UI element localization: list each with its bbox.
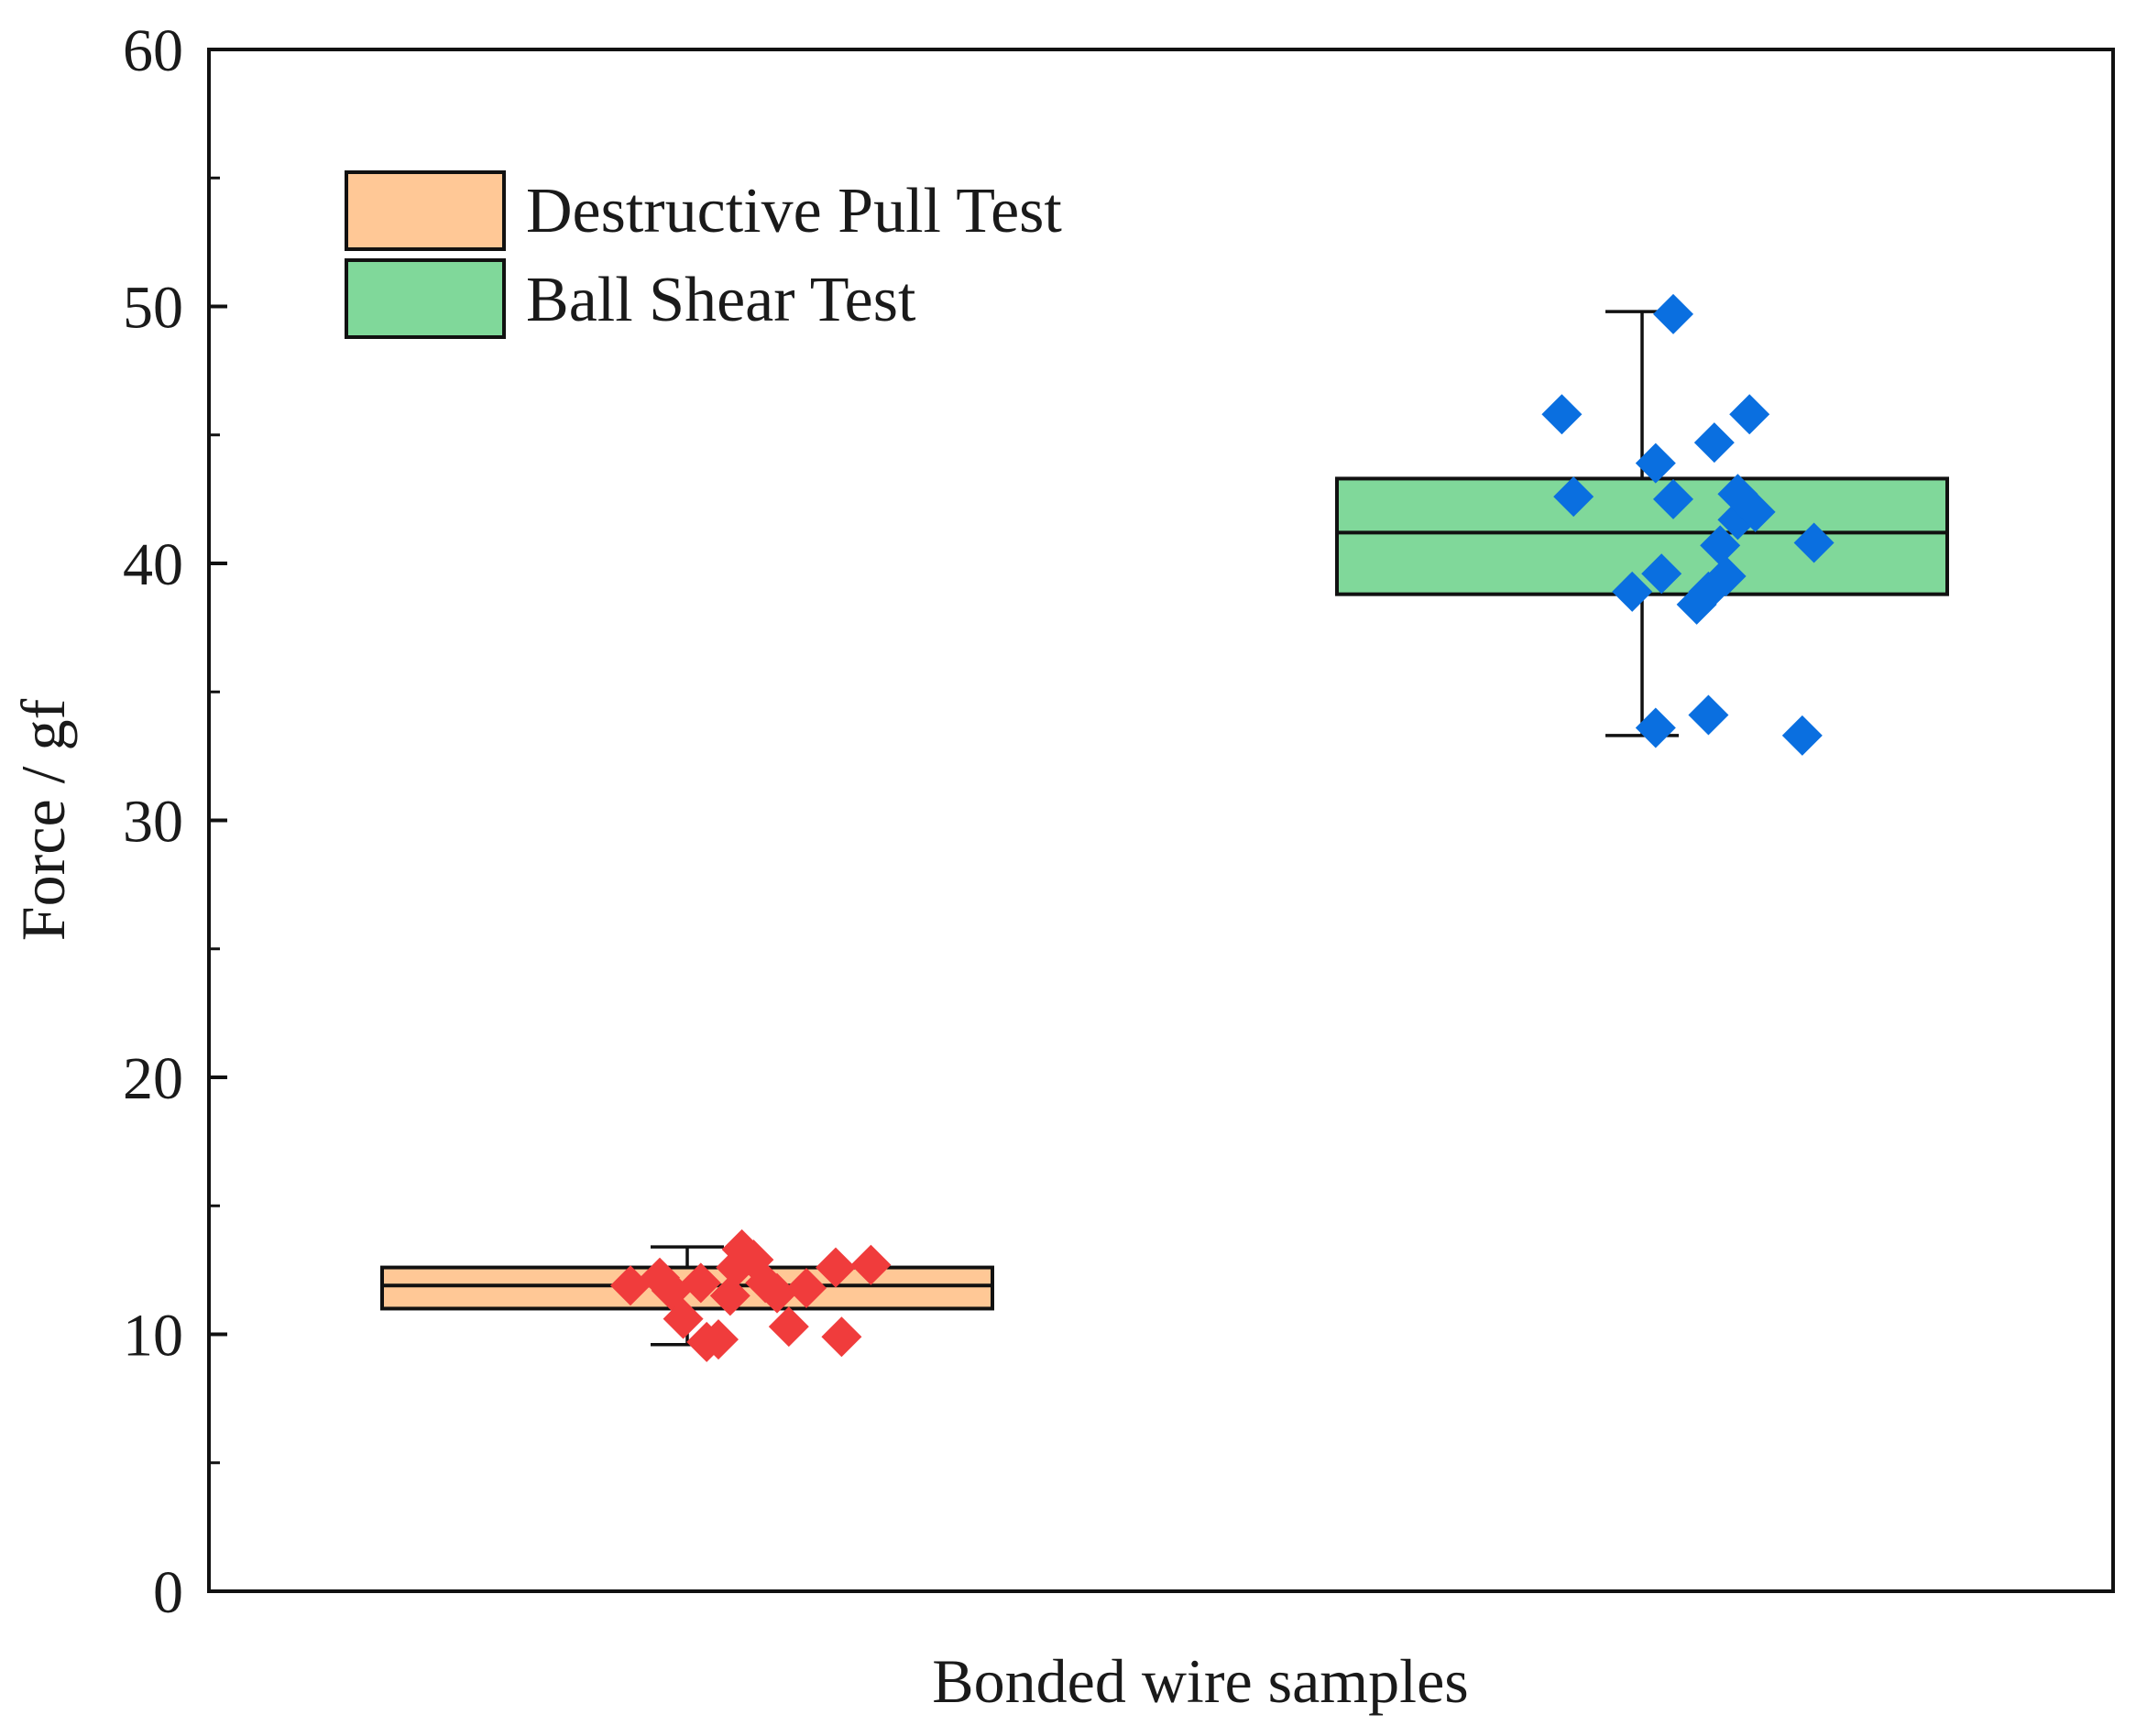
- box-plot-series: [380, 310, 1949, 1347]
- y-axis-label: Force / gf: [8, 698, 78, 941]
- y-tick-label: 10: [123, 1303, 183, 1370]
- data-point: [610, 1265, 651, 1306]
- data-point: [709, 1275, 750, 1316]
- legend: Destructive Pull Test Ball Shear Test: [345, 170, 1062, 339]
- data-point: [768, 1306, 809, 1348]
- x-axis-label: Bonded wire samples: [932, 1646, 1468, 1716]
- data-point: [1612, 571, 1653, 612]
- plot-frame: [207, 48, 2115, 1593]
- data-point: [1793, 522, 1835, 563]
- legend-label-destructive-pull-test: Destructive Pull Test: [526, 176, 1062, 246]
- y-tick-label: 50: [123, 275, 183, 342]
- data-point: [698, 1319, 739, 1360]
- box: [1335, 476, 1949, 596]
- data-point: [1729, 394, 1770, 435]
- data-point: [821, 1316, 862, 1358]
- y-tick-label: 40: [123, 531, 183, 598]
- data-point: [1735, 491, 1776, 532]
- legend-swatch-destructive-pull-test: [345, 170, 506, 251]
- data-point: [816, 1247, 856, 1288]
- data-point: [1553, 476, 1594, 518]
- data-point: [1653, 293, 1693, 334]
- data-point: [680, 1262, 721, 1304]
- legend-swatch-ball-shear-test: [345, 258, 506, 339]
- legend-label-ball-shear-test: Ball Shear Test: [526, 265, 916, 335]
- data-point: [1635, 707, 1676, 748]
- y-tick-label: 60: [123, 17, 183, 84]
- data-point: [786, 1268, 827, 1309]
- data-point: [1705, 556, 1747, 597]
- data-point: [663, 1298, 704, 1339]
- data-point: [1688, 694, 1729, 736]
- y-axis-ticks: 0 10 20 30 40 50 60: [123, 17, 227, 1626]
- data-point: [1641, 553, 1682, 595]
- data-point: [1700, 525, 1741, 566]
- data-point: [1693, 422, 1735, 464]
- data-point: [1653, 478, 1693, 519]
- data-points: [610, 293, 1835, 1362]
- data-point: [850, 1244, 892, 1285]
- data-point: [757, 1272, 797, 1314]
- data-point: [1781, 715, 1823, 756]
- y-tick-label: 0: [153, 1559, 183, 1626]
- y-tick-label: 20: [123, 1045, 183, 1112]
- data-point: [1541, 394, 1583, 435]
- data-point: [1635, 442, 1676, 484]
- y-tick-label: 30: [123, 789, 183, 856]
